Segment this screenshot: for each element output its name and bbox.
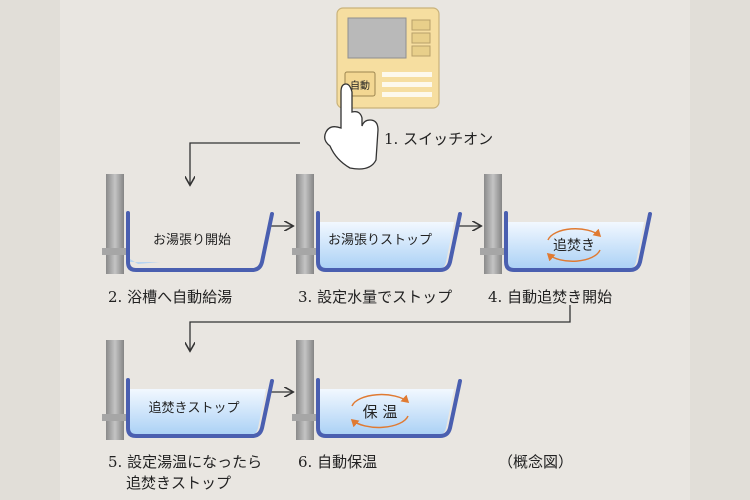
pipe-connector [292,248,318,255]
pipe [484,174,502,274]
tub-water [506,222,644,270]
circulation-arrow-bottom [350,415,409,429]
panel-stripe [382,92,432,97]
pipe-connector [102,414,128,421]
circulation-arrow-top [547,227,602,241]
panel-button-small [411,45,431,57]
left-edge-shade [0,0,60,500]
pipe [106,174,124,274]
tub-water [128,389,266,436]
pipe-connector [480,248,506,255]
tub-outline [316,378,462,438]
circulation-arrow-bottom [546,249,601,263]
flow-arrow-1 [190,142,300,184]
tub-text: お湯張り開始 [153,233,231,248]
auto-button-label: 自動 [350,79,370,92]
pipe [296,174,314,274]
step-2-caption: 2. 浴槽へ自動給湯 [108,288,233,306]
step-5-caption-line1: 5. 設定湯温になったら [108,453,263,471]
pipe [106,340,124,440]
step-1-caption: 1. スイッチオン [384,130,494,148]
panel-button-small [411,19,431,31]
tub-step-3: お湯張りストップ [292,174,462,274]
tub-water [318,222,454,270]
pipe-connector [292,414,318,421]
step-5-caption-line2: 追焚きストップ [126,474,232,492]
tub-step-2: お湯張り開始 [102,174,274,274]
panel-stripe [382,72,432,77]
right-edge-shade [690,0,750,500]
step-3-caption: 3. 設定水量でストップ [298,288,453,306]
tub-outline [126,211,274,272]
tub-outline [126,378,274,438]
pipe [296,340,314,440]
step-6-caption: 6. 自動保温 [298,453,378,471]
water-inflow [130,259,160,264]
pipe-connector [102,248,128,255]
tub-outline [504,211,652,272]
step-4-caption: 4. 自動追焚き開始 [488,288,613,306]
tub-step-5: 追焚きストップ [102,340,274,440]
tub-text: お湯張りストップ [328,233,432,248]
panel-stripe [382,82,432,87]
control-panel: 自動 [336,7,440,109]
tub-step-4: 追焚き [480,174,652,274]
flow-arrow-4 [190,305,571,350]
tub-text: 追焚き [553,238,595,254]
concept-note: （概念図） [498,453,574,471]
hand-icon [324,83,379,170]
tub-outline [316,211,462,272]
tub-step-6: 保 温 [292,340,462,440]
panel-button-small [411,32,431,44]
tub-text: 保 温 [363,403,398,421]
circulation-arrow-top [351,393,410,407]
panel-screen [347,17,407,59]
tub-text: 追焚きストップ [148,400,239,416]
